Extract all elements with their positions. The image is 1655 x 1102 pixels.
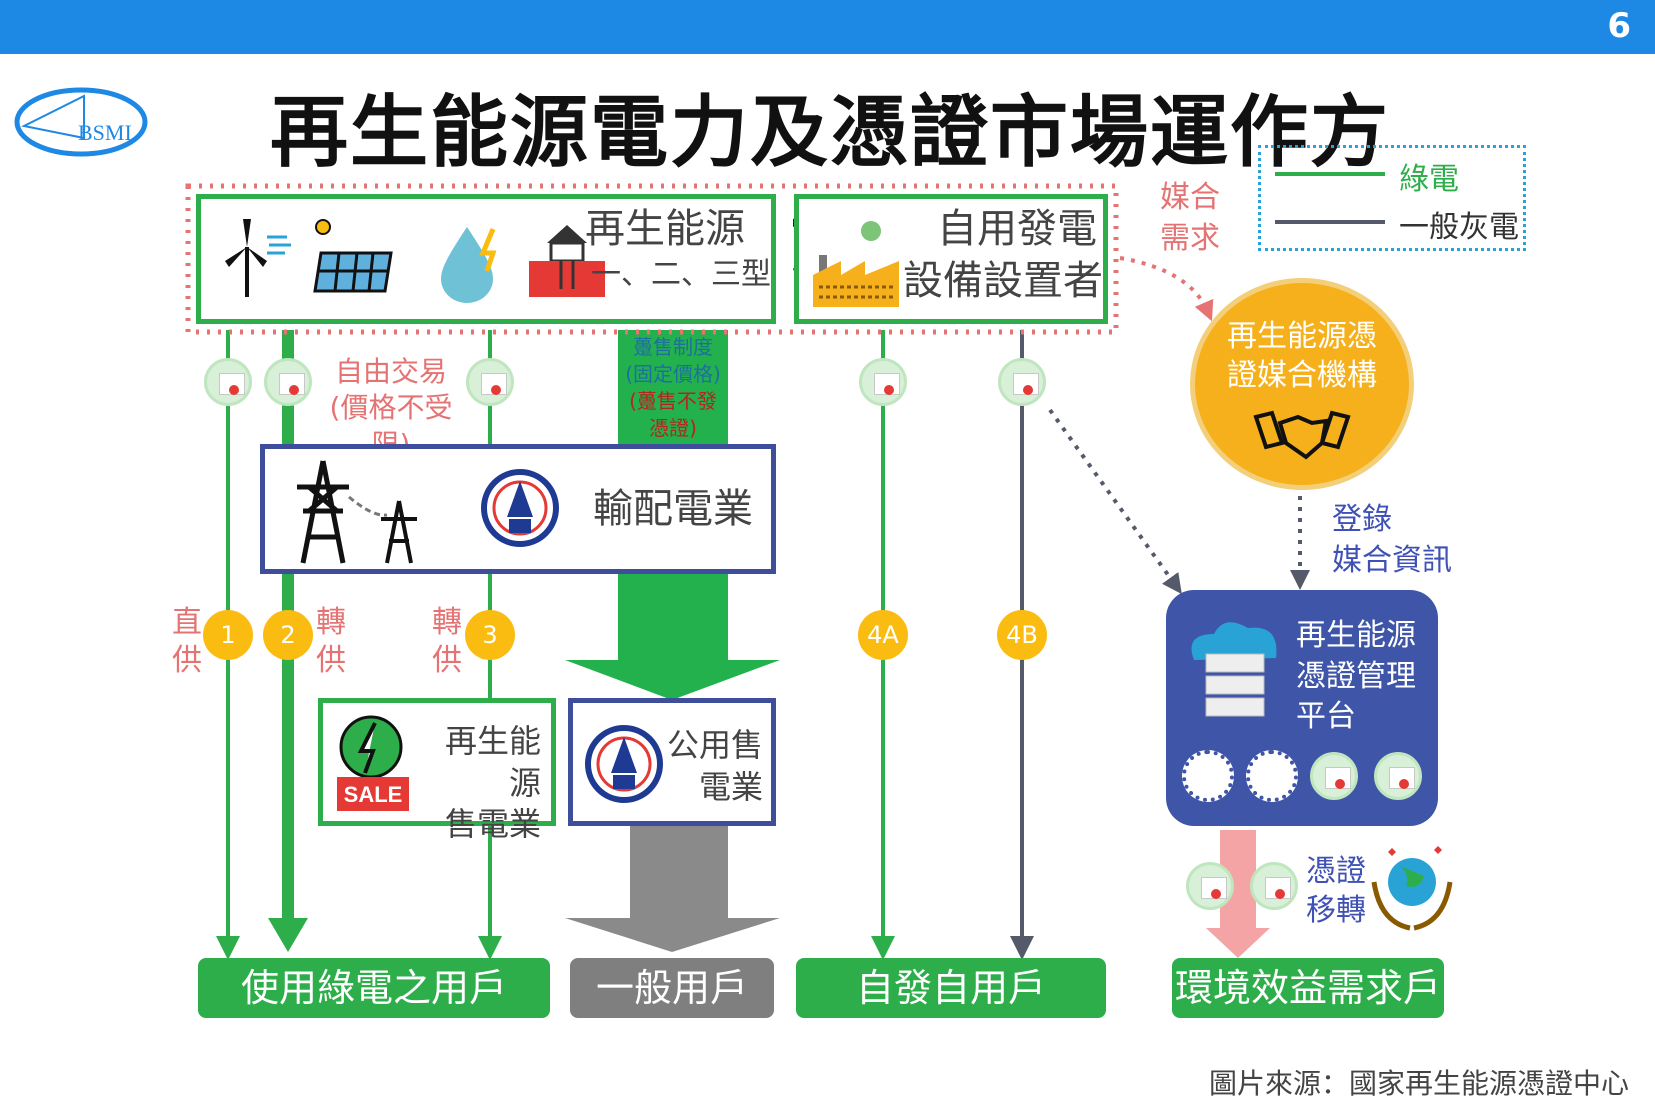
- retailer-line2: 售電業: [444, 805, 541, 844]
- route-1-badge: 1: [203, 610, 253, 660]
- legend: 綠電 一般灰電: [1258, 145, 1526, 251]
- self-gen-line1: 自用發電: [937, 206, 1097, 252]
- wholesale-line3: (躉售不發: [629, 389, 717, 413]
- public-retailer-line1: 公用售: [667, 726, 764, 764]
- image-source: 圖片來源：國家再生能源憑證中心: [1208, 1067, 1629, 1100]
- legend-gray-label: 一般灰電: [1399, 210, 1519, 245]
- earth-hands-icon: [1370, 842, 1454, 936]
- certificate-icon: [264, 358, 312, 406]
- transfer-line2: 供: [316, 642, 346, 678]
- transfer-line1: 轉: [316, 605, 346, 640]
- platform-line1: 再生能源: [1296, 618, 1416, 653]
- geothermal-icon: [527, 213, 607, 301]
- direct-line2: 供: [172, 642, 202, 678]
- wholesale-label: 躉售制度 (固定價格) (躉售不發 憑證): [618, 334, 728, 442]
- route-4a-badge: 4A: [858, 610, 908, 660]
- matching-demand-label: 媒合 需求: [1160, 178, 1220, 259]
- matching-demand-line1: 媒合: [1160, 180, 1220, 215]
- platform-line2: 憑證管理: [1296, 658, 1416, 694]
- self-users-box: 自發自用戶: [796, 958, 1106, 1018]
- top-bar: [0, 0, 1655, 54]
- sale-icon: SALE: [333, 713, 413, 817]
- wind-turbine-icon: [223, 217, 293, 301]
- certificate-icon: [1250, 862, 1298, 910]
- handshake-icon: [1195, 403, 1409, 473]
- renewable-supply-box: 再生能源 一、二、三型: [196, 194, 776, 324]
- legend-green-label: 綠電: [1399, 162, 1459, 197]
- register-label: 登錄 媒合資訊: [1332, 500, 1452, 581]
- taipower-logo-icon: [479, 467, 561, 553]
- certificate-icon: [1186, 862, 1234, 910]
- wholesale-line4: 憑證): [649, 416, 697, 440]
- transfer-supply-label: 轉 供: [316, 604, 346, 679]
- matching-institution: 再生能源憑 證媒合機構: [1190, 278, 1414, 490]
- certificate-icon: [998, 358, 1046, 406]
- seal-icon: [1182, 750, 1234, 802]
- institution-line2: 證媒合機構: [1227, 358, 1377, 393]
- grid-operator-box: 輸配電業: [260, 444, 776, 574]
- svg-text:SALE: SALE: [344, 782, 403, 807]
- institution-line1: 再生能源憑: [1227, 319, 1377, 354]
- certificate-icon: [1374, 752, 1422, 800]
- certificate-platform: 再生能源 憑證管理 平台: [1166, 590, 1438, 826]
- transfer-cert-line2: 移轉: [1306, 893, 1366, 928]
- retailer-line1: 再生能源: [444, 722, 541, 802]
- certificate-icon: [466, 358, 514, 406]
- public-retailer-box: 公用售 電業: [568, 698, 776, 826]
- legend-gray-line: [1275, 220, 1385, 224]
- matching-demand-line2: 需求: [1160, 220, 1220, 256]
- certificate-icon: [859, 358, 907, 406]
- transfer3-line1: 轉: [432, 605, 462, 640]
- retailer-label: 再生能源 售電業: [423, 721, 541, 846]
- renewable-label: 再生能源: [585, 206, 745, 252]
- grid-operator-label: 輸配電業: [593, 486, 753, 532]
- cloud-server-icon: [1184, 614, 1284, 728]
- certificate-transfer-label: 憑證 移轉: [1306, 852, 1366, 930]
- public-retailer-label: 公用售 電業: [667, 725, 763, 808]
- self-gen-line2: 設備設置者: [903, 258, 1103, 304]
- wholesale-line2: (固定價格): [625, 362, 721, 386]
- seal-icon: [1246, 750, 1298, 802]
- self-generation-box: 自用發電 設備設置者: [794, 194, 1108, 324]
- register-line2: 媒合資訊: [1332, 542, 1452, 578]
- transfer3-line2: 供: [432, 642, 462, 678]
- general-users-box: 一般用戶: [570, 958, 774, 1018]
- page-number: 6: [1607, 6, 1631, 46]
- register-line1: 登錄: [1332, 502, 1392, 537]
- platform-line3: 平台: [1296, 699, 1356, 734]
- svg-text:BSMI: BSMI: [78, 120, 132, 145]
- certificate-icon: [204, 358, 252, 406]
- transfer-cert-line1: 憑證: [1306, 854, 1366, 889]
- platform-label: 再生能源 憑證管理 平台: [1296, 616, 1416, 738]
- public-retailer-line2: 電業: [698, 767, 763, 806]
- route-2-badge: 2: [263, 610, 313, 660]
- free-trade-label: 自由交易 (價格不受限): [316, 354, 466, 463]
- taipower-logo-icon: [583, 723, 665, 809]
- route-3-badge: 3: [465, 610, 515, 660]
- bsmi-logo: BSMI: [14, 86, 148, 158]
- factory-icon: [811, 217, 901, 311]
- wholesale-line1: 躉售制度: [633, 335, 713, 359]
- solar-panel-icon: [311, 213, 397, 301]
- direct-supply-label: 直 供: [172, 604, 202, 679]
- green-users-box: 使用綠電之用戶: [198, 958, 550, 1018]
- certificate-icon: [1310, 752, 1358, 800]
- free-trade-line1: 自由交易: [334, 355, 447, 388]
- renewable-retailer-box: SALE 再生能源 售電業: [318, 698, 556, 843]
- transfer-supply-label-3: 轉 供: [432, 604, 462, 679]
- legend-green-line: [1275, 172, 1385, 176]
- renewable-types: 一、二、三型: [591, 257, 771, 292]
- route-4b-badge: 4B: [997, 610, 1047, 660]
- hydro-icon: [437, 223, 507, 307]
- direct-line1: 直: [172, 605, 202, 640]
- transmission-tower-icon: [293, 457, 433, 571]
- env-users-box: 環境效益需求戶: [1172, 958, 1444, 1018]
